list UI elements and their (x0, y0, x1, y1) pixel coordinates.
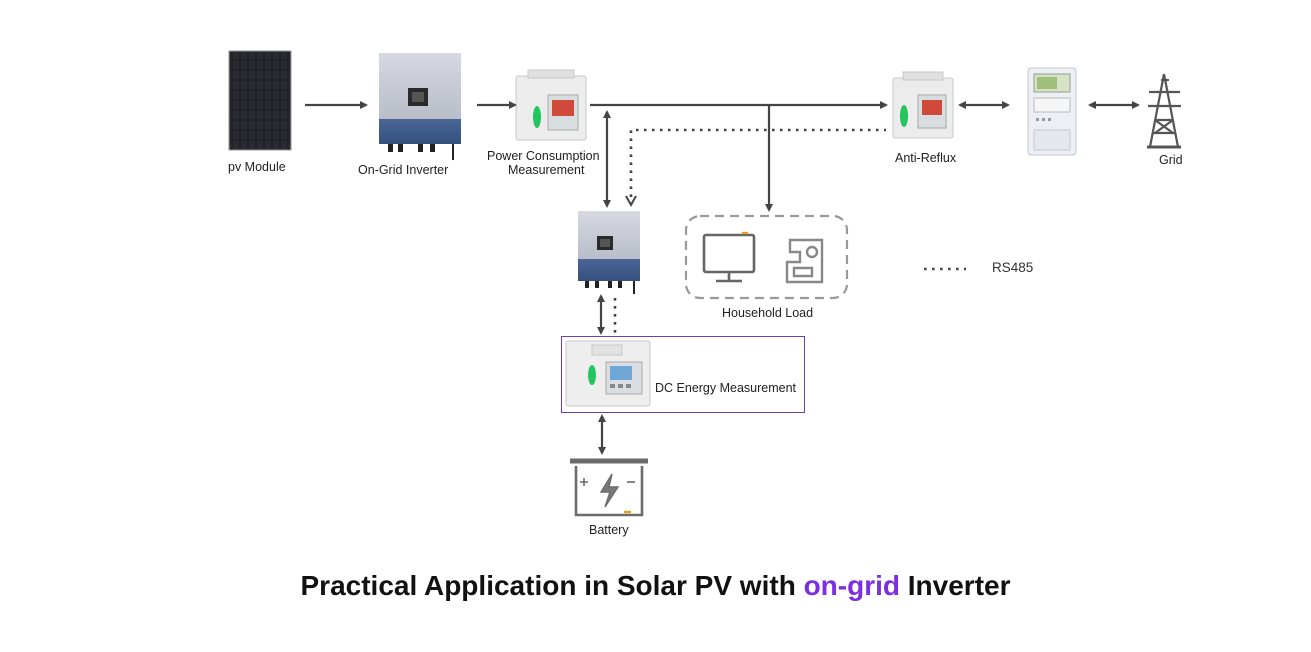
rs485-lines (613, 128, 966, 333)
dc-energy-measurement-label: DC Energy Measurement (655, 381, 797, 395)
page-caption: Practical Application in Solar PV with o… (0, 570, 1311, 602)
appliance-icon (785, 238, 824, 284)
power-consumption-meter-icon (515, 69, 587, 141)
rs485-label: RS485 (992, 260, 1034, 275)
power-consumption-label-line2: Measurement (508, 163, 585, 177)
anti-reflux-label: Anti-Reflux (895, 151, 957, 165)
on-grid-inverter-label: On-Grid Inverter (358, 163, 449, 177)
on-grid-inverter-icon (379, 53, 461, 160)
monitor-icon (702, 231, 756, 283)
battery-icon (570, 458, 648, 517)
dc-energy-highlight-box (561, 336, 805, 413)
household-load-box (684, 214, 849, 300)
pv-module-label: pv Module (228, 160, 286, 174)
household-load-label: Household Load (722, 306, 814, 320)
anti-reflux-meter-icon (892, 71, 954, 139)
grid-tower-icon (1147, 73, 1181, 149)
caption-prefix: Practical Application in Solar PV with (300, 570, 804, 601)
battery-label: Battery (589, 523, 629, 537)
rs485-arrowhead (625, 195, 637, 208)
caption-suffix: Inverter (900, 570, 1011, 601)
pv-module-icon (228, 50, 292, 151)
grid-label: Grid (1159, 153, 1183, 167)
dc-energy-meter-icon (565, 340, 651, 407)
utility-meter-icon (1027, 67, 1077, 156)
power-flow-arrows (305, 101, 1140, 455)
hybrid-inverter-icon (578, 211, 640, 294)
caption-highlight: on-grid (803, 570, 900, 601)
power-consumption-label-line1: Power Consumption (487, 149, 600, 163)
